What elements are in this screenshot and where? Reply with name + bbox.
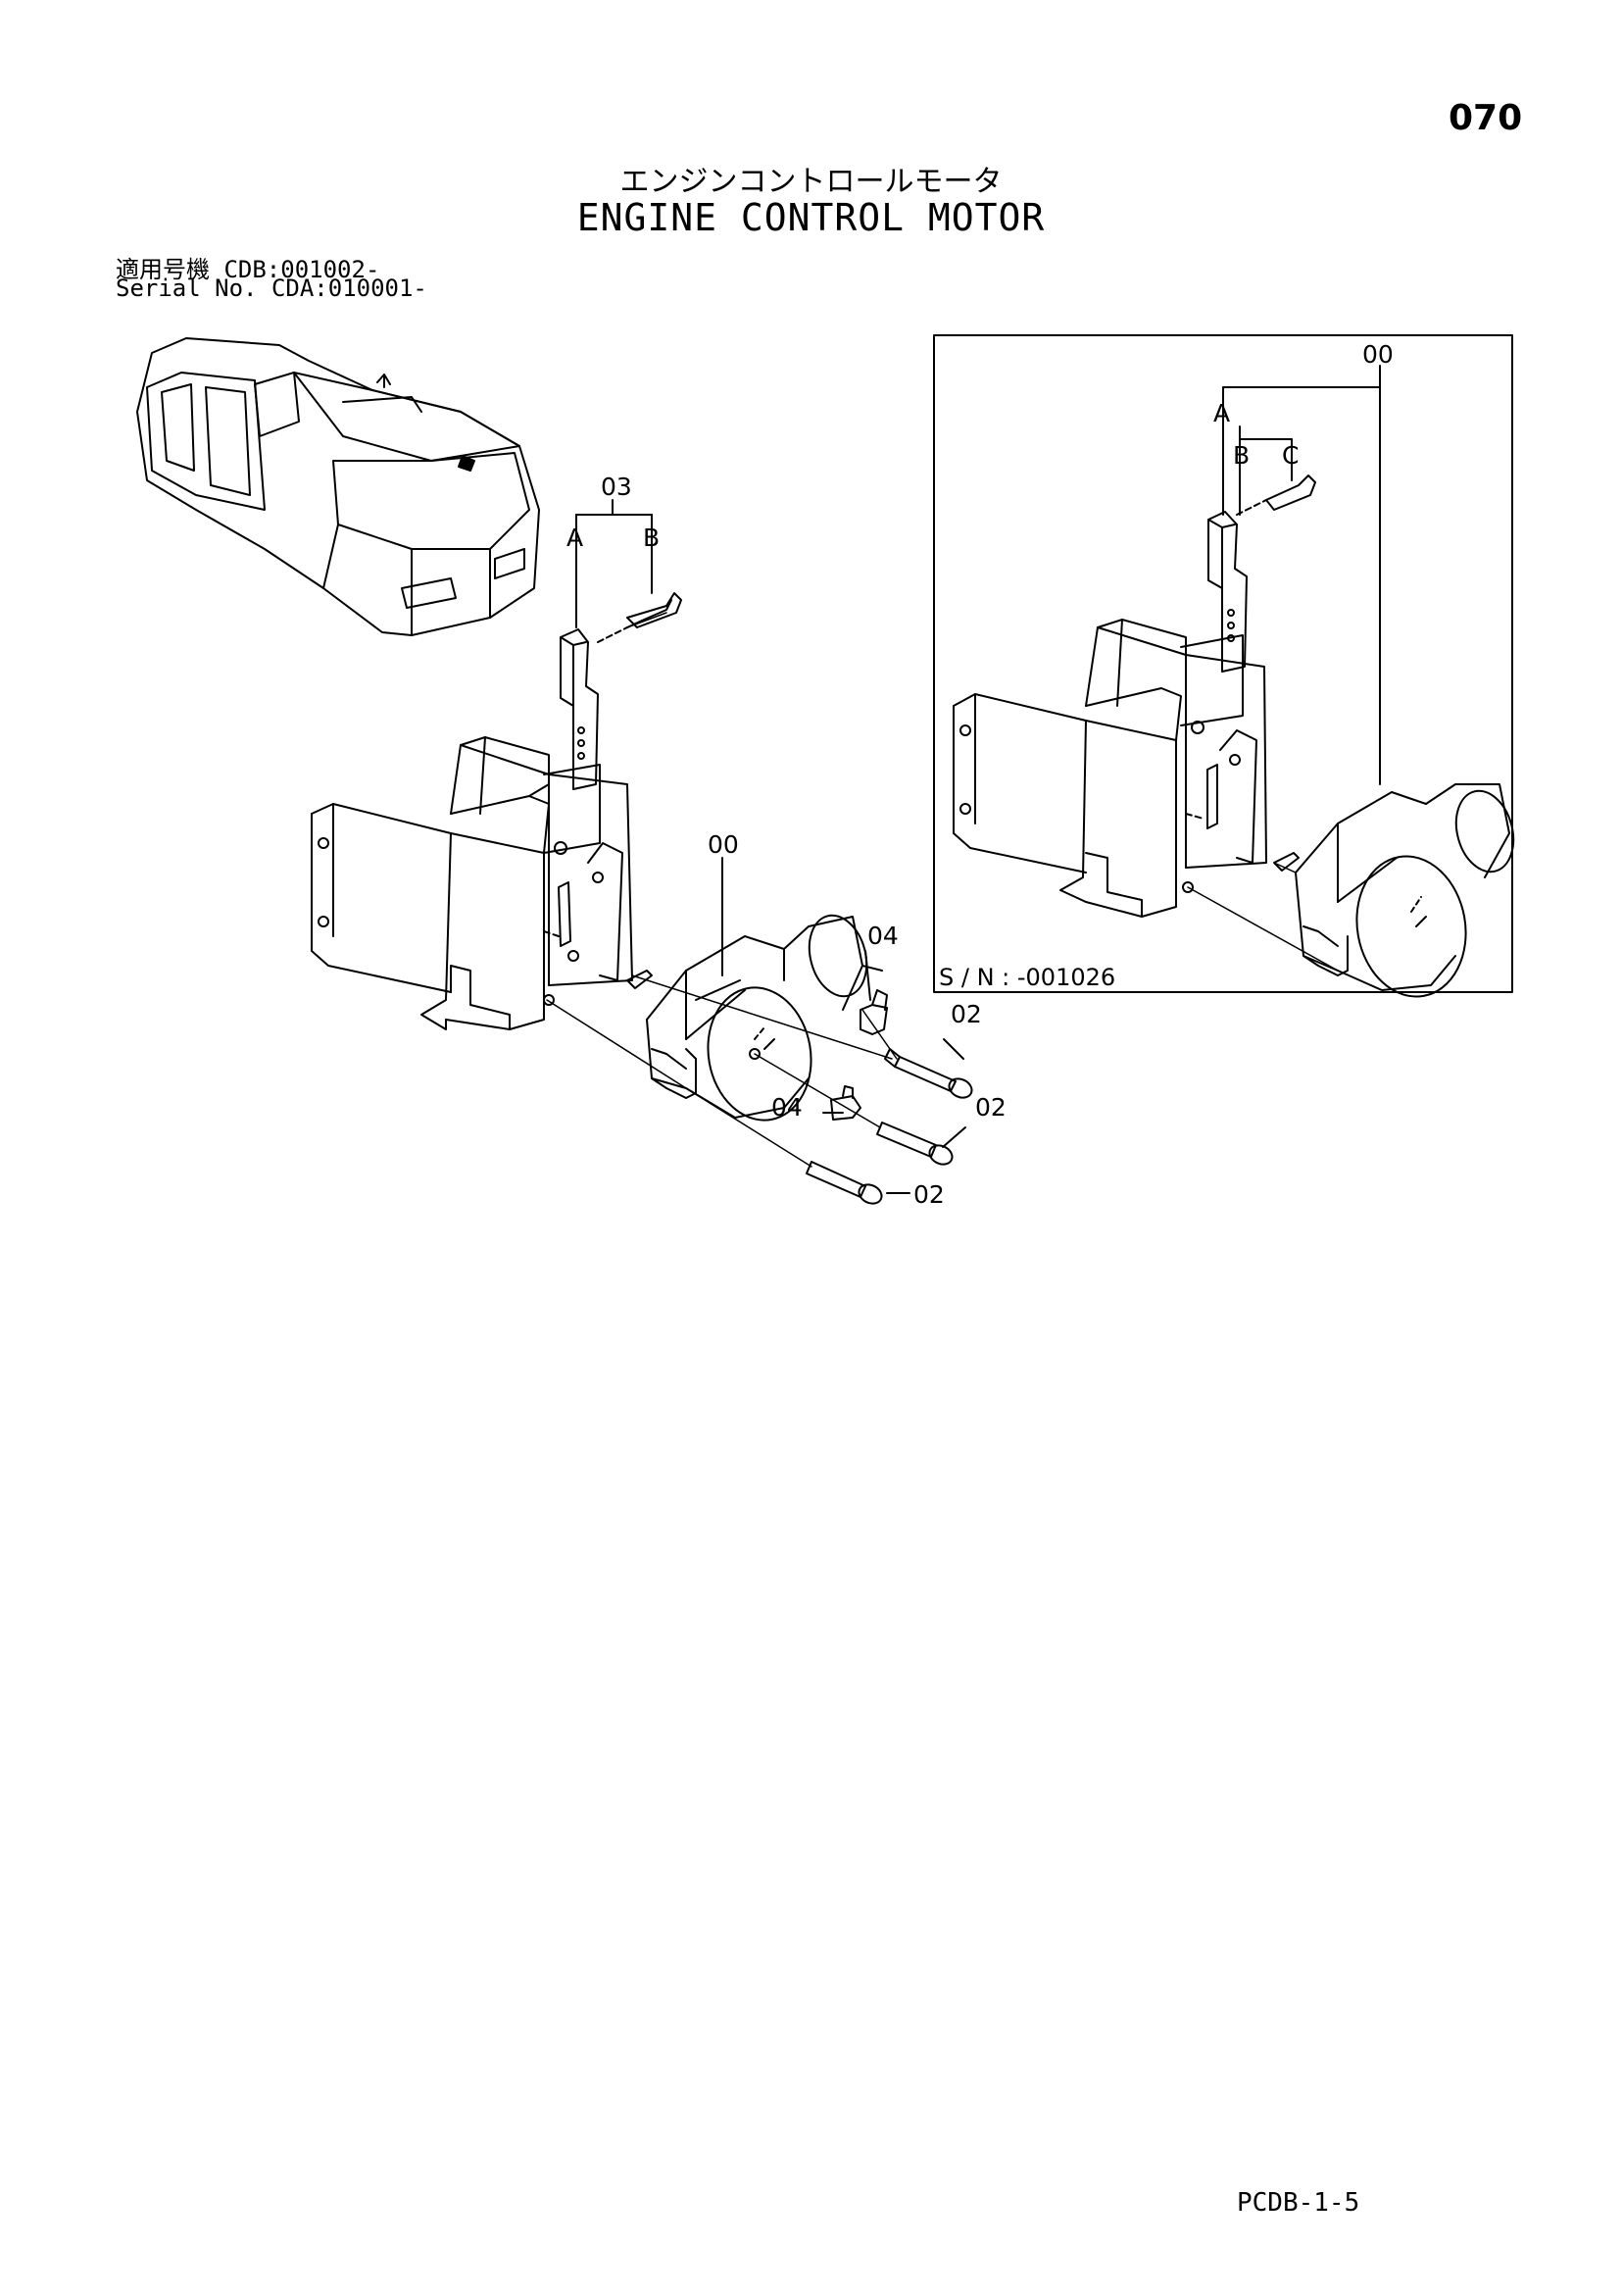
callout-A-inset: A [1213,399,1230,427]
callout-03: 03 [601,473,632,501]
clip-04-upper [860,989,888,1035]
motor-main [626,914,883,1122]
clip-04-lower [830,1085,861,1121]
page-title: ENGINE CONTROL MOTOR [576,196,1046,239]
callout-B-main: B [643,524,660,552]
sensor-arm-main [543,592,682,854]
applicable-serial-japanese: 適用号機 CDB:001002- [116,256,380,283]
callout-00-main: 00 [708,830,739,859]
inset-serial-note: S / N : -001026 [939,964,1115,991]
callout-00-inset: 00 [1362,340,1394,369]
excavator-outline-drawing [136,337,540,636]
screw-02-lower [806,1161,883,1205]
callout-02-lower: 02 [913,1180,945,1209]
assembly-guide-lines [546,612,898,1168]
callout-A-main: A [566,524,583,552]
sensor-arm-inset [1180,474,1316,726]
screw-02-middle [876,1122,954,1166]
inset-frame [933,334,1513,993]
main-callout-leaders [575,499,966,1194]
callout-04-upper: 04 [867,922,899,950]
callout-02-upper: 02 [951,1000,982,1028]
serial-number: Serial No. CDA:010001- [116,275,427,302]
inset-guide-lines [1187,862,1339,972]
callout-02-middle: 02 [975,1093,1007,1122]
page-number: 070 [1449,98,1523,138]
bracket-main [311,736,633,1030]
page-title-japanese: エンジンコントロールモータ [619,165,1003,199]
inset-callout-leaders [1222,365,1381,785]
bracket-inset [953,619,1267,918]
footer-code: PCDB-1-5 [1237,2188,1360,2218]
callout-C-inset: C [1282,441,1299,470]
screw-02-upper [884,1048,973,1099]
motor-inset [1273,783,1515,998]
callout-B-inset: B [1233,441,1250,470]
callout-04-lower: 04 [771,1093,803,1122]
